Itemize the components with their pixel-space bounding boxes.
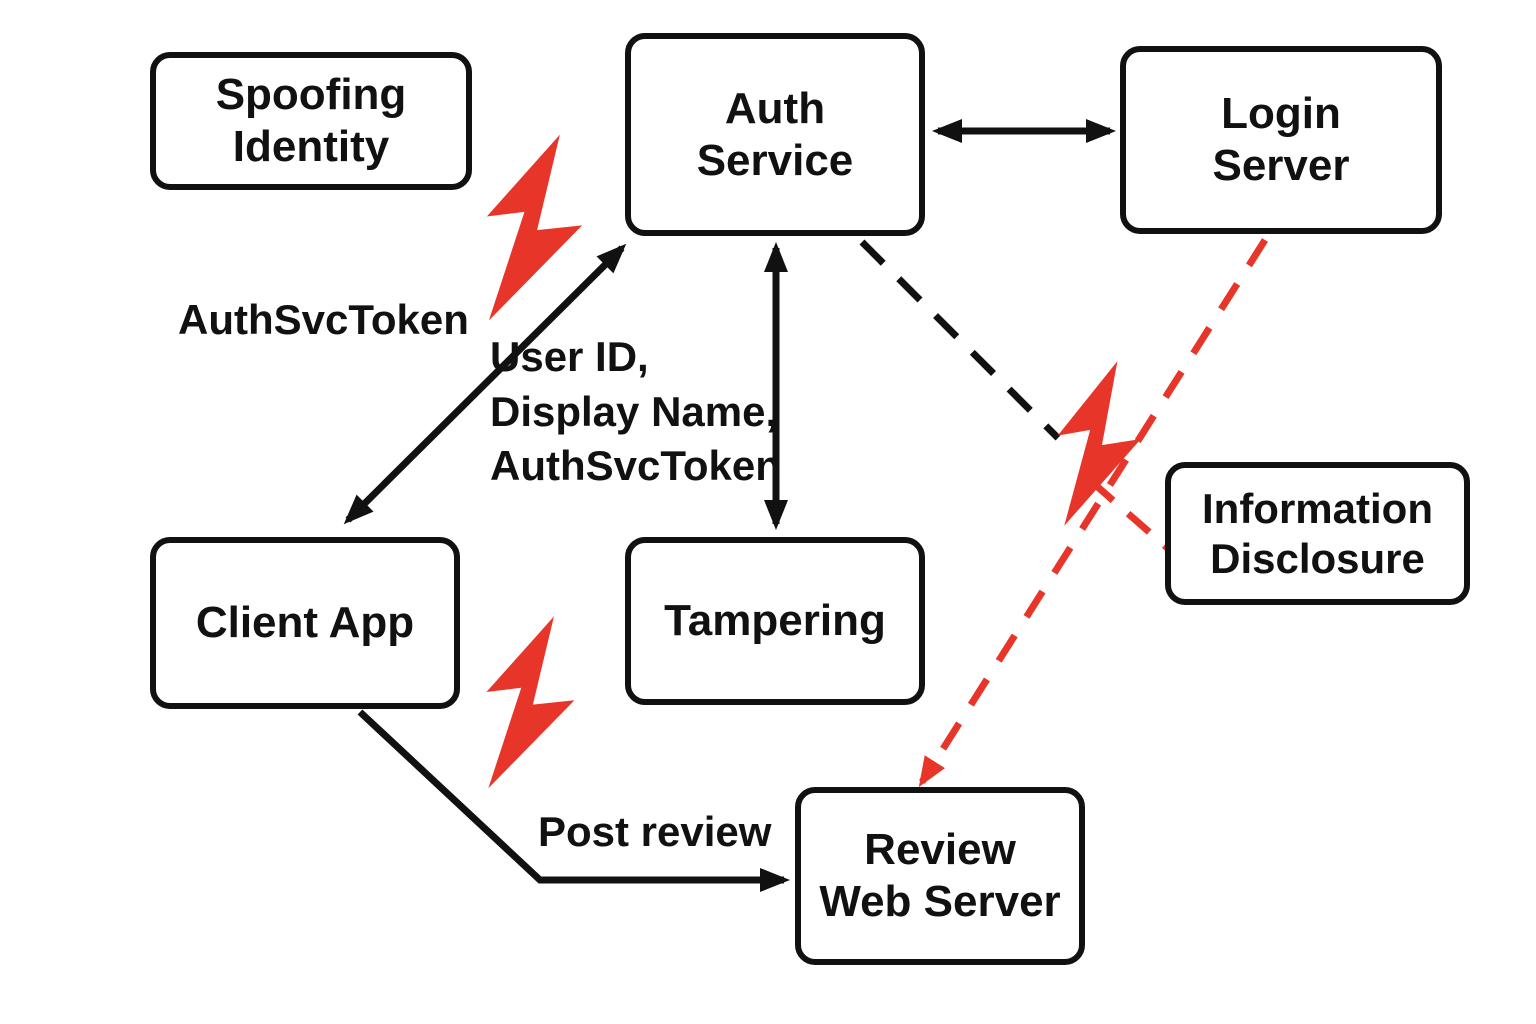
edge-auth-service-threat-dashed bbox=[859, 239, 1061, 441]
edge-threat-information-disclosure bbox=[1089, 479, 1175, 555]
node-spoofing-identity: Spoofing Identity bbox=[150, 52, 472, 190]
edge-label-post-review: Post review bbox=[538, 808, 772, 855]
node-information-disclosure-label: Information Disclosure bbox=[1202, 484, 1433, 582]
edge-label-user-id-payload: User ID, Display Name, AuthSvcToken bbox=[490, 333, 781, 490]
node-tampering-label: Tampering bbox=[664, 596, 886, 646]
node-auth-service: Auth Service bbox=[625, 33, 925, 236]
node-auth-service-label: Auth Service bbox=[696, 83, 854, 185]
node-review-web-server: Review Web Server bbox=[795, 787, 1085, 965]
node-login-server: Login Server bbox=[1120, 46, 1442, 234]
node-information-disclosure: Information Disclosure bbox=[1165, 462, 1470, 605]
node-client-app-label: Client App bbox=[195, 598, 415, 648]
node-spoofing-identity-label: Spoofing Identity bbox=[215, 70, 407, 171]
node-review-web-server-label: Review Web Server bbox=[819, 825, 1061, 926]
node-login-server-label: Login Server bbox=[1212, 89, 1350, 190]
threat-lightning-icon bbox=[486, 616, 575, 789]
edge-label-authsvctoken: AuthSvcToken bbox=[178, 296, 469, 343]
node-tampering: Tampering bbox=[625, 537, 925, 705]
threat-lightning-icon bbox=[1057, 361, 1141, 526]
node-client-app: Client App bbox=[150, 537, 460, 709]
threat-lightning-icon bbox=[486, 134, 583, 321]
